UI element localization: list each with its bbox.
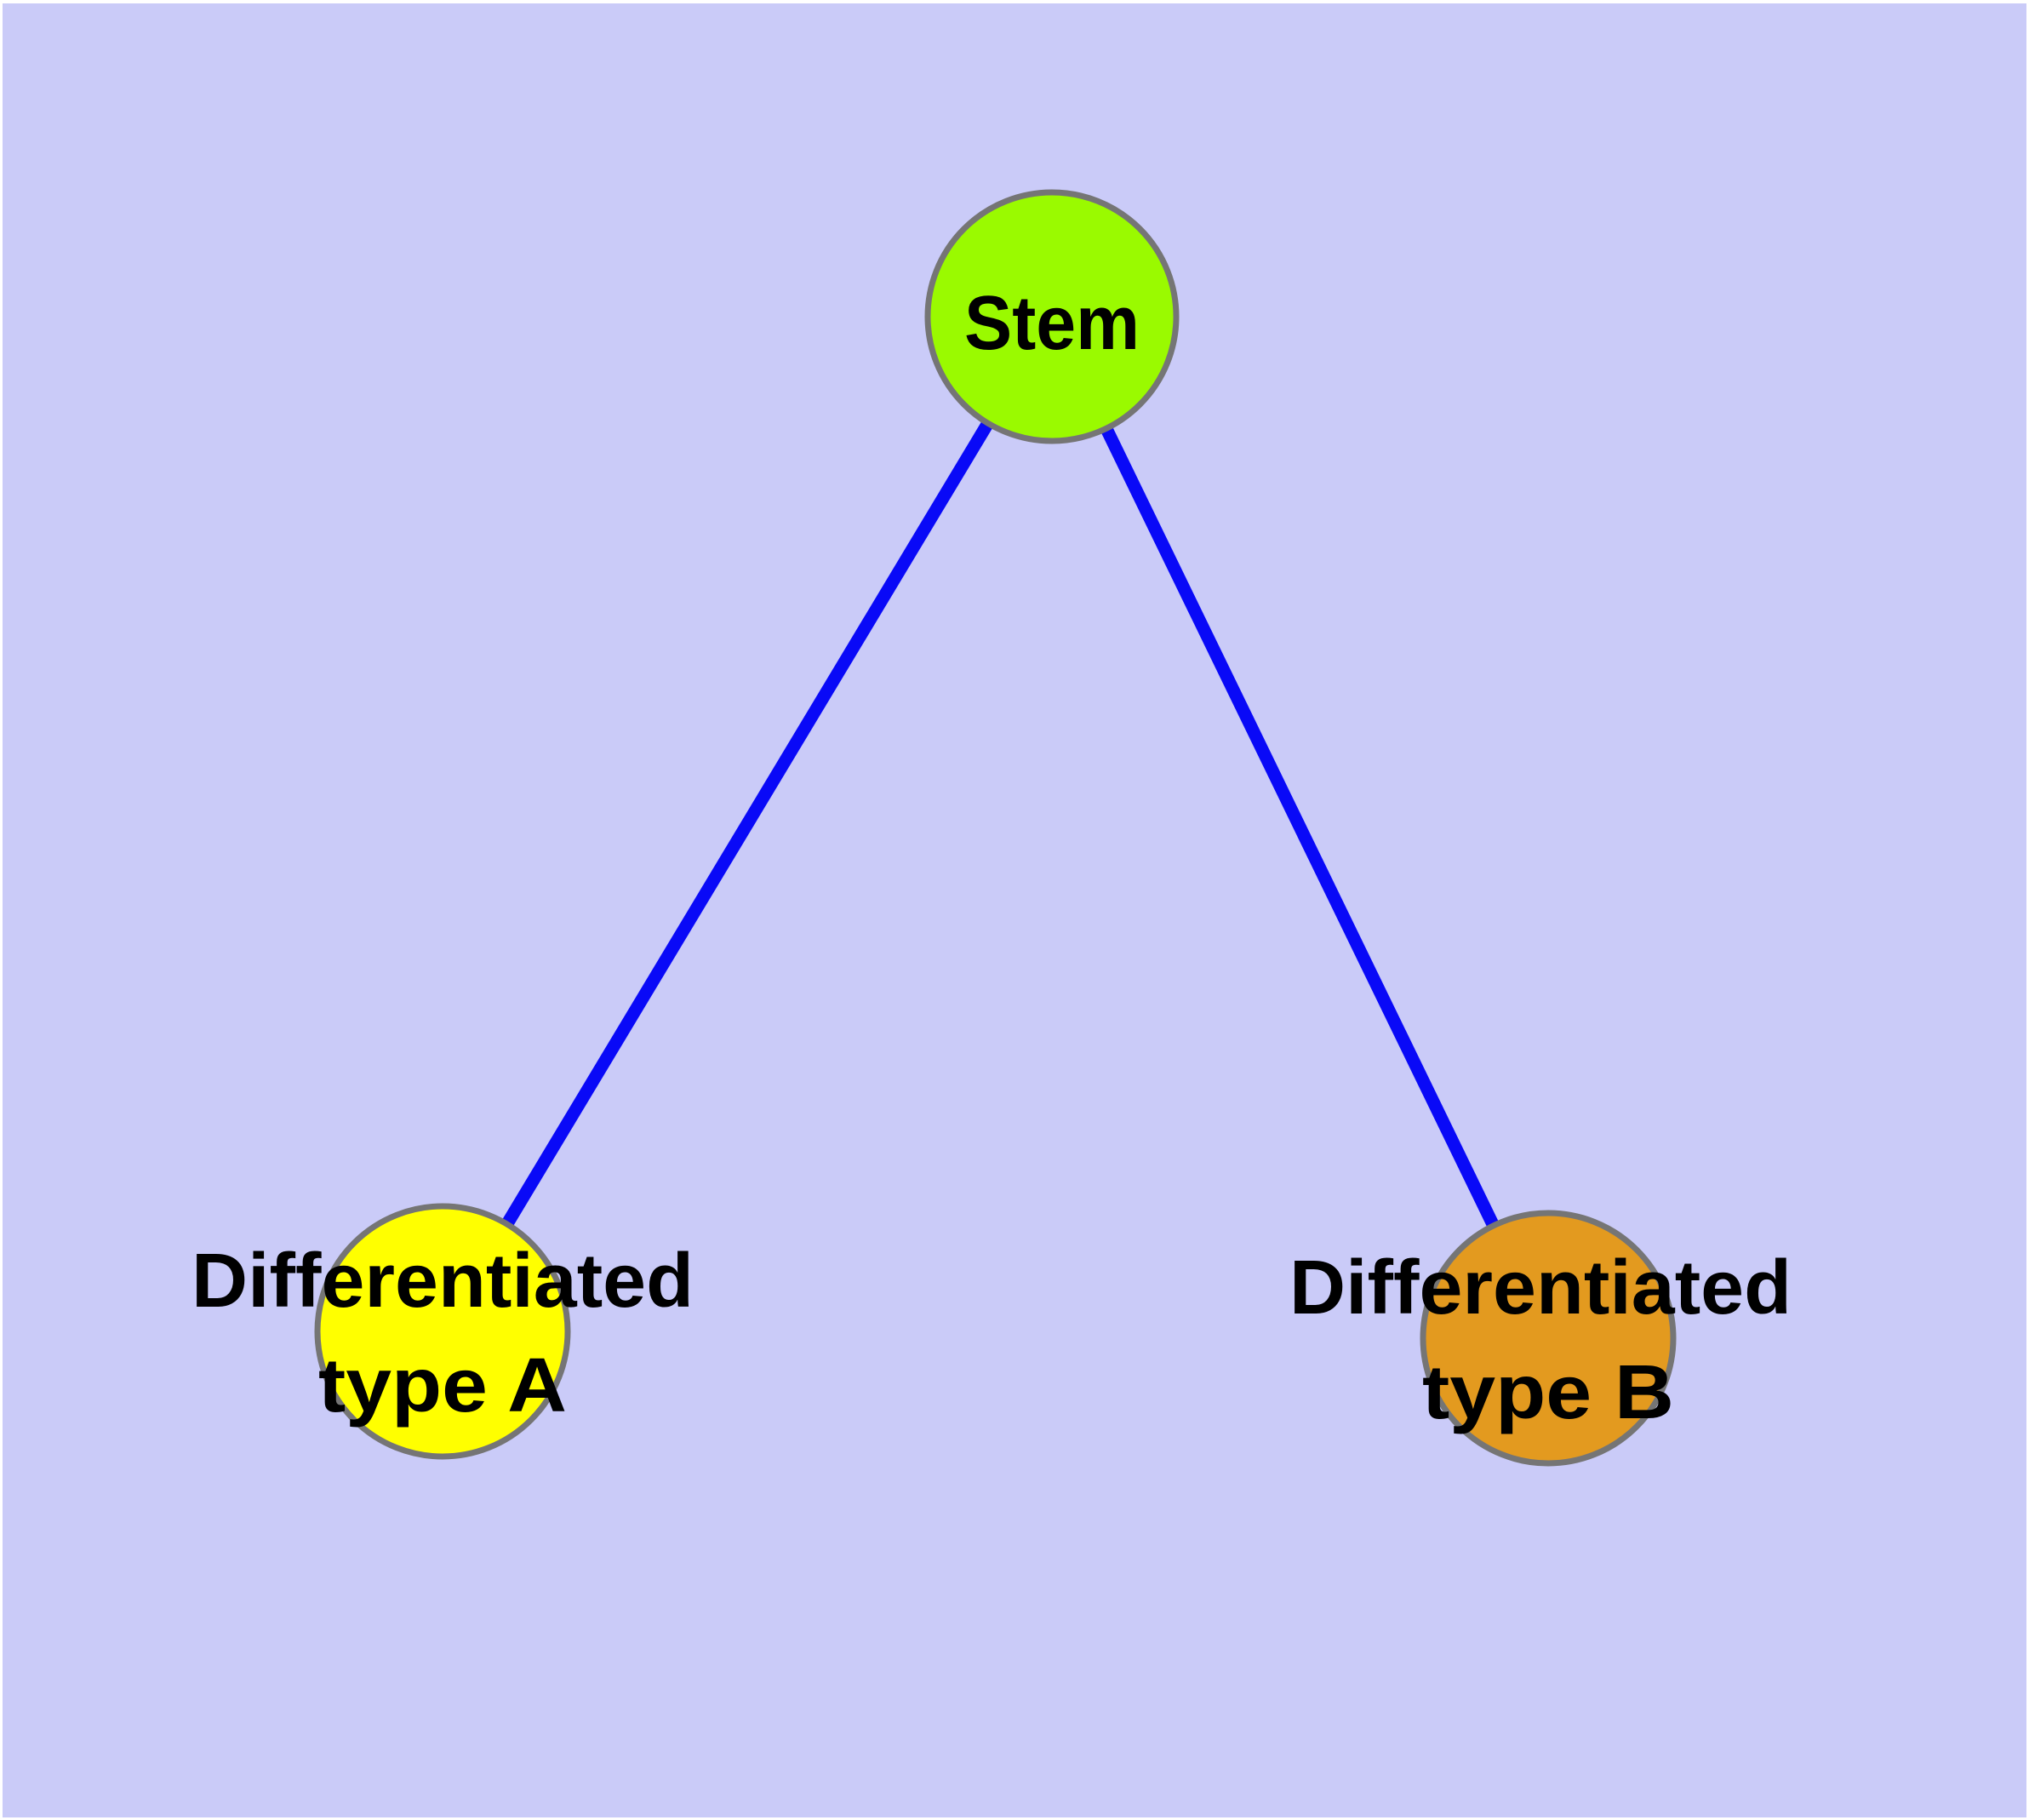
node-stem-label: Stem [964, 281, 1140, 366]
node-type-b-label-line1: Differentiated [1289, 1245, 1792, 1331]
edge-stem-to-type-b [1046, 313, 1554, 1342]
node-stem [924, 189, 1180, 444]
node-type-a-label-line2: type A [318, 1343, 567, 1428]
node-differentiated-type-b [1420, 1210, 1677, 1467]
edge-stem-to-type-a [437, 313, 1058, 1335]
node-differentiated-type-a [314, 1203, 571, 1460]
node-type-a-label-line1: Differentiated [191, 1239, 694, 1324]
node-type-b-label-line2: type B [1422, 1350, 1674, 1435]
